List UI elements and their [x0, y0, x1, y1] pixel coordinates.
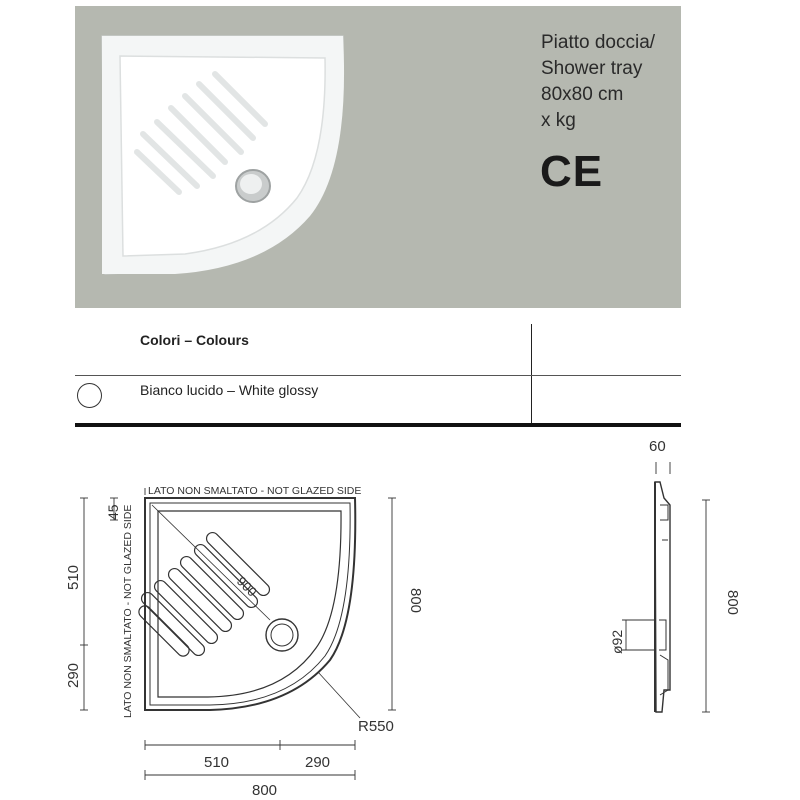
top-label: LATO NON SMALTATO - NOT GLAZED SIDE [148, 485, 361, 497]
table-rule [75, 375, 681, 376]
product-size: 80x80 cm [541, 84, 624, 105]
dim-510-left: 510 [65, 565, 82, 590]
side-dimension-lines [622, 462, 710, 713]
side-dim-60: 60 [649, 438, 666, 455]
dim-510-bottom: 510 [204, 754, 229, 771]
colours-heading: Colori – Colours [140, 332, 249, 348]
dim-800-bottom: 800 [252, 782, 277, 799]
table-bottom-rule [75, 423, 681, 427]
product-weight: x kg [541, 110, 576, 131]
shower-tray-photo [101, 35, 345, 275]
product-title-block: Piatto doccia/ Shower tray 80x80 cm x kg [541, 30, 655, 134]
dim-800-right: 800 [407, 588, 424, 613]
side-dim-d92: ø92 [609, 630, 625, 654]
ridge-slots [138, 531, 271, 657]
dim-290-bottom: 290 [305, 754, 330, 771]
side-label: LATO NON SMALTATO - NOT GLAZED SIDE [122, 505, 134, 718]
dim-290-left: 290 [65, 663, 82, 688]
colours-table: Colori – Colours Bianco lucido – White g… [75, 320, 681, 430]
plan-dimension-lines [80, 488, 396, 780]
side-view [654, 481, 671, 713]
colour-swatch-white [77, 383, 102, 408]
side-dim-800: 800 [724, 590, 741, 615]
ce-mark-icon: CE [540, 147, 604, 196]
product-title-english: Shower tray [541, 58, 643, 79]
product-title-italian: Piatto doccia/ [541, 32, 656, 53]
product-photo-panel [75, 6, 681, 308]
dim-r550: R550 [358, 718, 394, 735]
colour-label: Bianco lucido – White glossy [140, 382, 319, 398]
dim-45: 45 [105, 504, 121, 520]
plan-view [144, 497, 361, 719]
